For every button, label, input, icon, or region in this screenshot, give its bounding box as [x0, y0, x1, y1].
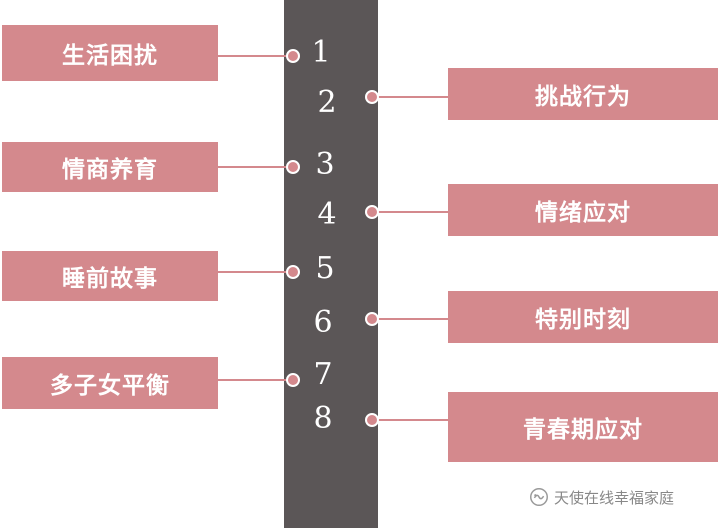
connector-line-1 [218, 55, 290, 57]
topic-label-5: 睡前故事 [62, 266, 158, 292]
topic-box-4: 情绪应对 [448, 184, 718, 236]
topic-label-7: 多子女平衡 [50, 373, 170, 399]
connector-dot-4 [365, 205, 379, 219]
connector-line-7 [218, 379, 290, 381]
topic-box-5: 睡前故事 [2, 251, 218, 301]
topic-label-2: 挑战行为 [535, 84, 631, 110]
number-5: 5 [315, 251, 335, 286]
watermark-text: 天使在线幸福家庭 [554, 488, 675, 507]
topic-box-6: 特别时刻 [448, 291, 718, 343]
topic-label-1: 生活困扰 [62, 43, 158, 69]
connector-dot-6 [365, 312, 379, 326]
connector-dot-1 [286, 49, 300, 63]
topic-box-8: 青春期应对 [448, 392, 718, 462]
topic-box-3: 情商养育 [2, 142, 218, 192]
number-6: 6 [313, 305, 333, 340]
connector-line-6 [376, 318, 448, 320]
number-4: 4 [317, 197, 337, 232]
connector-line-4 [376, 211, 448, 213]
topic-label-6: 特别时刻 [535, 307, 631, 333]
topic-box-1: 生活困扰 [2, 25, 218, 81]
topic-box-7: 多子女平衡 [2, 357, 218, 409]
connector-dot-5 [286, 265, 300, 279]
topic-label-8: 青春期应对 [523, 417, 643, 443]
topic-box-2: 挑战行为 [448, 68, 718, 120]
connector-dot-3 [286, 160, 300, 174]
number-8: 8 [313, 401, 333, 436]
number-7: 7 [313, 357, 333, 392]
number-2: 2 [317, 85, 337, 120]
number-3: 3 [315, 147, 335, 182]
connector-dot-7 [286, 373, 300, 387]
topic-label-3: 情商养育 [62, 157, 158, 183]
connector-dot-2 [365, 90, 379, 104]
connector-dot-8 [365, 413, 379, 427]
connector-line-5 [218, 271, 290, 273]
topic-label-4: 情绪应对 [535, 200, 631, 226]
connector-line-2 [376, 96, 448, 98]
wechat-official-account-icon [530, 488, 548, 506]
watermark: 天使在线幸福家庭 [528, 486, 674, 508]
connector-line-8 [376, 419, 448, 421]
center-timeline-bar [284, 0, 378, 528]
number-1: 1 [311, 35, 331, 70]
connector-line-3 [218, 166, 290, 168]
